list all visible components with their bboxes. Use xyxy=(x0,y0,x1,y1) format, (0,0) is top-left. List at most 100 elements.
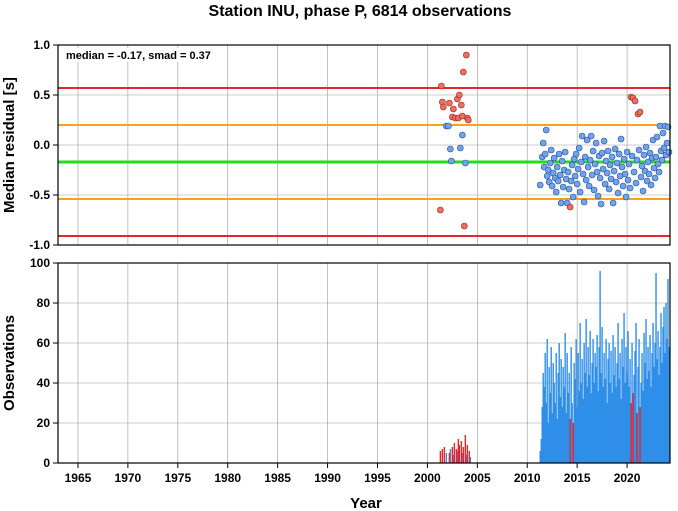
observation-bar xyxy=(602,387,604,463)
residual-point xyxy=(620,155,628,163)
residual-point xyxy=(457,144,464,152)
residual-point xyxy=(558,157,566,165)
residual-point xyxy=(536,181,544,189)
observation-bars xyxy=(439,271,670,463)
observation-bar xyxy=(633,375,635,463)
y-tick-label: 60 xyxy=(37,336,51,350)
residual-point xyxy=(573,180,581,188)
observation-bar xyxy=(567,393,569,463)
residual-point xyxy=(542,126,550,134)
observation-bar xyxy=(652,323,654,463)
outlier-observation-bar xyxy=(466,445,469,463)
residual-point xyxy=(599,165,607,173)
residual-point xyxy=(559,183,567,191)
residual-point xyxy=(623,148,631,156)
residual-point xyxy=(612,178,620,186)
outlier-observation-bar xyxy=(630,403,632,463)
observation-bar xyxy=(606,403,608,463)
observation-bar xyxy=(578,391,580,463)
residual-point xyxy=(651,174,659,182)
residual-point xyxy=(592,139,600,147)
observation-bar xyxy=(562,367,564,463)
residual-point xyxy=(547,146,555,154)
residual-point xyxy=(596,174,604,182)
residual-point xyxy=(642,143,650,151)
residual-point xyxy=(602,157,610,165)
residual-point xyxy=(554,177,562,185)
outlier-observation-bar xyxy=(441,449,444,463)
outlier-observation-bar xyxy=(457,439,460,463)
observation-bar xyxy=(617,323,619,463)
observation-bar xyxy=(626,373,628,463)
x-tick-label: 1970 xyxy=(115,471,142,485)
residual-point xyxy=(637,173,645,181)
observation-bar xyxy=(552,363,554,463)
observation-bar xyxy=(547,423,549,463)
residual-point xyxy=(550,154,558,162)
residual-point xyxy=(655,168,663,176)
observation-bar xyxy=(582,399,584,463)
observation-bar xyxy=(608,343,610,463)
residual-panel: median = -0.17, smad = 0.37 1.00.50.0-0.… xyxy=(1,38,673,252)
observation-bar xyxy=(650,387,652,463)
observation-bar xyxy=(554,403,556,463)
x-tick-label: 1975 xyxy=(164,471,191,485)
outlier-observation-bar xyxy=(453,443,456,463)
annotation-bg xyxy=(62,48,226,62)
observation-bar xyxy=(646,379,648,463)
observation-bar xyxy=(615,387,617,463)
residual-point xyxy=(557,199,565,207)
outlier-point xyxy=(566,203,574,211)
residual-point xyxy=(594,192,602,200)
residual-y-label: Median residual [s] xyxy=(1,77,18,213)
observation-bar xyxy=(668,347,670,463)
outlier-point xyxy=(437,206,444,214)
residual-point xyxy=(652,153,660,161)
residual-point xyxy=(638,162,646,170)
y-tick-label: 1.0 xyxy=(33,38,50,52)
residual-point xyxy=(590,186,598,194)
observation-bar xyxy=(565,413,567,463)
residual-point xyxy=(617,135,625,143)
observations-frame xyxy=(57,262,671,464)
observation-bar xyxy=(566,353,568,463)
x-tick-label: 1980 xyxy=(214,471,241,485)
residual-point xyxy=(603,169,611,177)
residual-point xyxy=(568,161,576,169)
observation-bar xyxy=(618,379,620,463)
observation-bar xyxy=(655,273,657,463)
outlier-observation-bar xyxy=(448,453,451,463)
residual-point xyxy=(576,188,584,196)
residual-point xyxy=(539,139,547,147)
x-tick-label: 1985 xyxy=(264,471,291,485)
residual-point xyxy=(578,132,586,140)
y-tick-label: -1.0 xyxy=(29,238,50,252)
observation-bar xyxy=(591,363,593,463)
residual-point xyxy=(621,170,629,178)
residual-point xyxy=(609,199,617,207)
observation-bar xyxy=(605,339,607,463)
residual-point xyxy=(606,161,614,169)
residual-point xyxy=(546,159,554,167)
residual-point xyxy=(654,160,662,168)
observation-bar xyxy=(616,363,618,463)
observation-bar xyxy=(594,353,596,463)
observation-bar xyxy=(595,367,597,463)
x-tick-label: 2020 xyxy=(614,471,641,485)
residual-point xyxy=(644,158,652,166)
chart-title: Station INU, phase P, 6814 observations xyxy=(209,3,512,20)
observation-bar xyxy=(609,383,611,463)
observation-bar xyxy=(629,359,631,463)
observation-bar xyxy=(586,387,588,463)
residual-point xyxy=(586,156,594,164)
y-tick-label: 0.5 xyxy=(33,88,50,102)
x-tick-label: 2010 xyxy=(514,471,541,485)
observation-bar xyxy=(657,331,659,463)
residual-point xyxy=(608,153,616,161)
outlier-point xyxy=(636,108,644,116)
observation-bar xyxy=(600,373,602,463)
residual-point xyxy=(639,187,647,195)
observation-bar xyxy=(549,393,551,463)
outlier-point xyxy=(631,97,639,105)
